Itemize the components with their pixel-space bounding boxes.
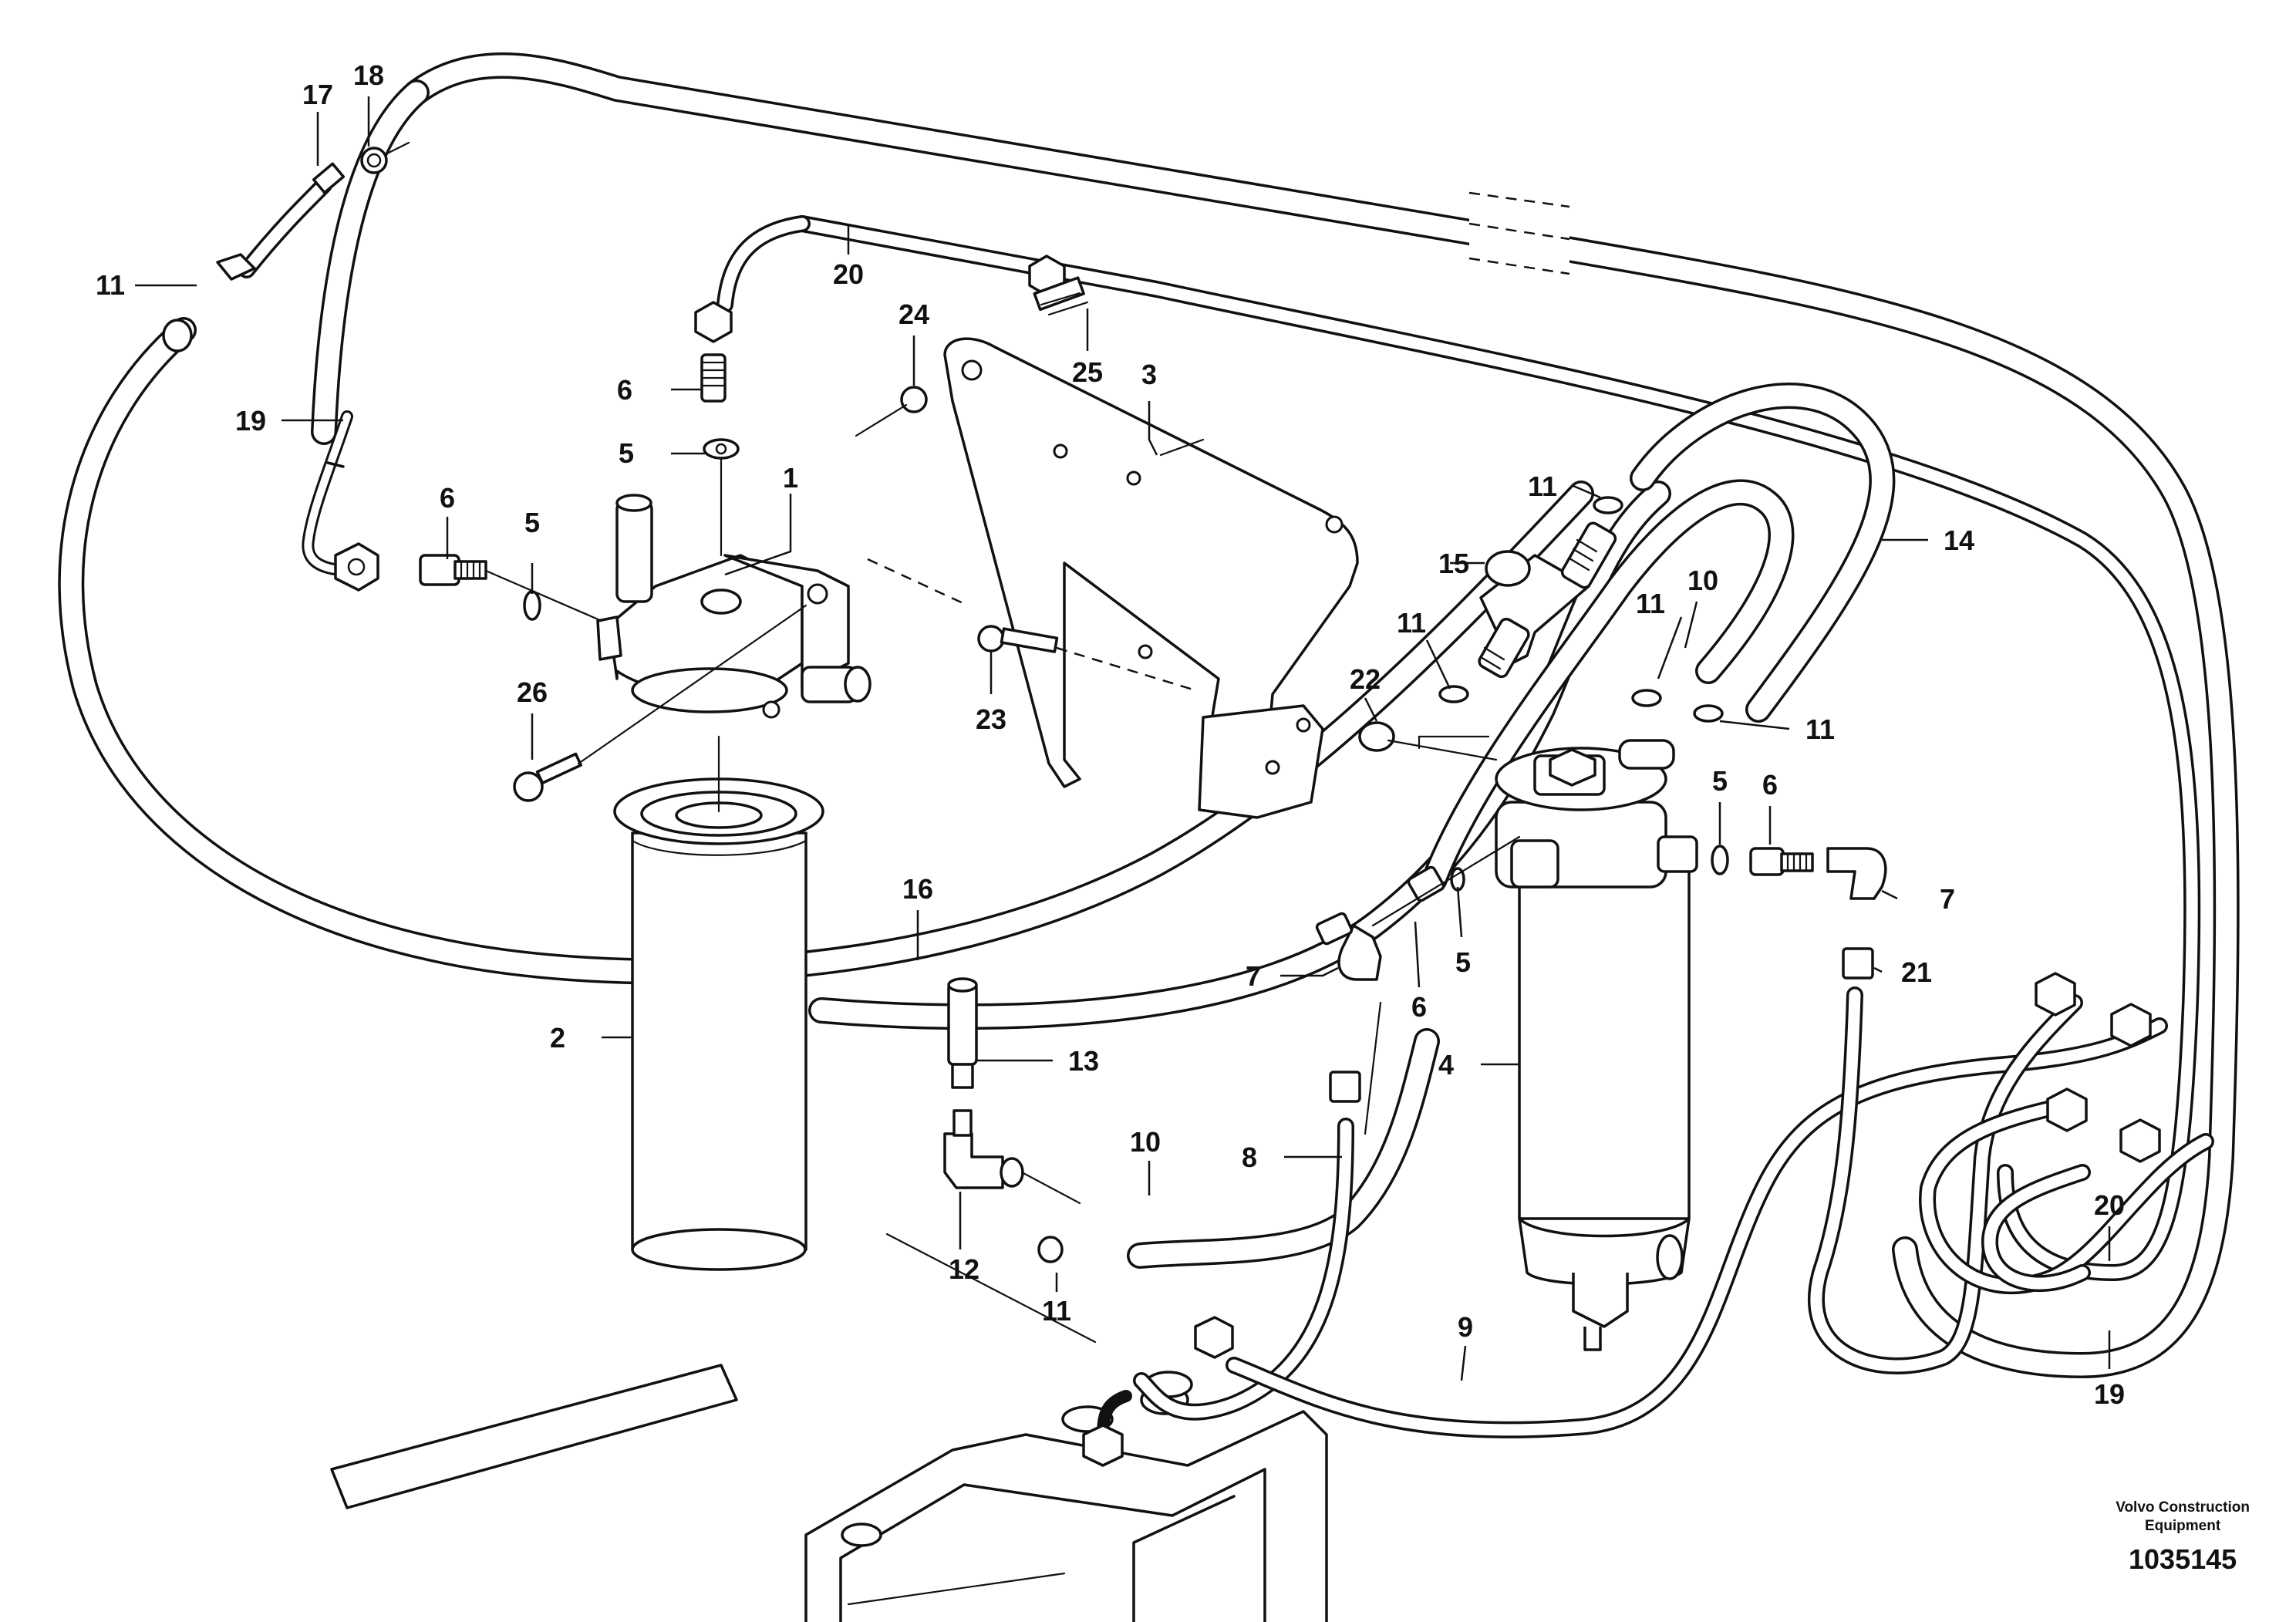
callout-13: 13 [1068,1045,1099,1077]
callout-20b: 20 [2094,1189,2125,1221]
pipe-19-left [302,410,361,577]
tube-21 [1807,986,2083,1374]
tube-20-lower [1919,1094,2214,1295]
callout-7b: 7 [1940,883,1955,915]
callout-17: 17 [302,79,333,110]
callout-20a: 20 [833,258,864,290]
callout-6c: 6 [1762,769,1778,801]
hose-17 [162,141,410,352]
callout-11c: 11 [1397,607,1426,639]
filter-head-1 [596,494,872,719]
callout-25: 25 [1072,356,1103,388]
callout-5a: 5 [619,437,634,469]
callout-6a: 6 [617,374,632,406]
callout-12: 12 [949,1253,979,1285]
right-hex-nuts [2035,972,2161,1163]
spacer-22 [1358,721,1498,761]
callout-11f: 11 [1042,1295,1071,1327]
tee-fitting-12-13 [943,977,1081,1205]
callout-19b: 19 [2094,1378,2125,1410]
brand-name-line1: Volvo Construction [2116,1499,2250,1516]
callout-14: 14 [1944,524,1974,556]
clamps-11 [1037,496,1724,1263]
callout-16: 16 [902,873,933,905]
callout-11e: 11 [1805,713,1835,745]
callout-10a: 10 [1130,1126,1161,1158]
callout-5d: 5 [1455,946,1471,978]
hose-14 [1421,383,1896,892]
callout-9: 9 [1458,1311,1473,1343]
leader-lines [135,96,2111,1381]
callout-2: 2 [550,1022,565,1054]
callout-7a: 7 [1246,960,1261,992]
callout-22: 22 [1350,663,1381,695]
brand-block: Volvo Construction Equipment 1035145 [2116,1499,2250,1576]
callout-5c: 5 [1712,765,1728,797]
callout-15: 15 [1438,548,1469,579]
callout-18: 18 [353,59,384,91]
callout-6d: 6 [1411,991,1427,1023]
callout-6b: 6 [440,482,455,514]
tube-20 [716,185,2201,1281]
callout-19a: 19 [235,405,266,437]
brand-name-line2: Equipment [2145,1518,2221,1534]
callout-1: 1 [783,462,798,494]
callout-11d: 11 [1636,588,1665,619]
lower-left-fittings [1082,1316,1234,1467]
water-separator-4 [1418,735,1698,1351]
callout-24: 24 [899,298,929,330]
filter-cartridge-2 [613,735,824,1271]
machine-frame [330,1233,1328,1622]
valve-15 [1478,521,1617,679]
drawing-number: 1035145 [2129,1543,2237,1575]
right-fittings [1315,835,1887,1135]
callout-10b: 10 [1687,565,1718,596]
callout-11a: 11 [96,269,125,301]
bracket-3 [867,337,1359,819]
callout-4: 4 [1438,1049,1454,1081]
callout-26: 26 [517,676,548,708]
callout-21: 21 [1901,956,1932,988]
callout-labels: 1 2 3 4 5 5 5 5 6 6 6 6 7 7 8 9 10 10 11… [96,59,2125,1410]
callout-3: 3 [1141,359,1157,390]
hose-10-lower [1127,1028,1440,1269]
callout-8: 8 [1242,1141,1257,1173]
left-fittings [334,255,1089,802]
callout-5b: 5 [524,507,540,538]
callout-23: 23 [976,703,1006,735]
callout-11b: 11 [1528,470,1557,502]
